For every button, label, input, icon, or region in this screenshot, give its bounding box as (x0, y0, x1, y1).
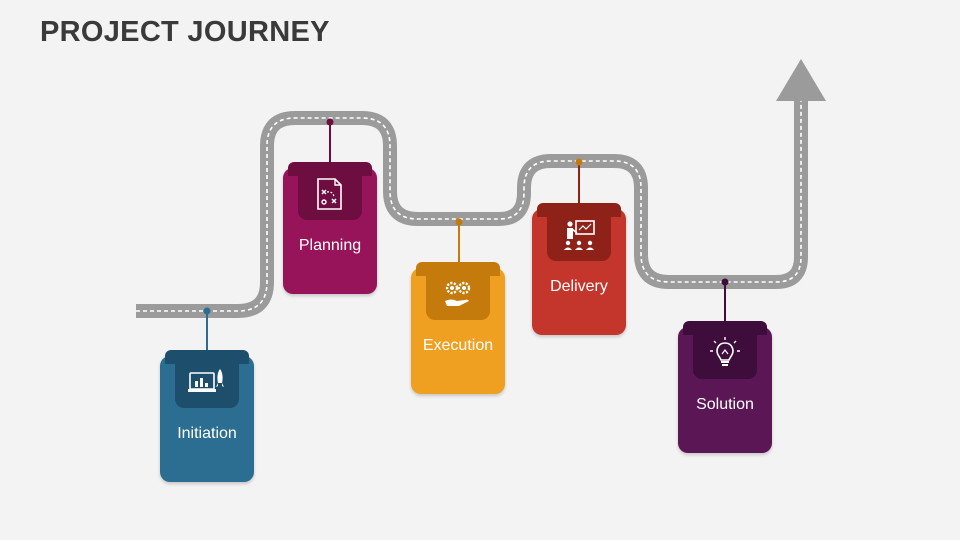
stage-label: Planning (298, 237, 362, 254)
laptop-rocket-icon (175, 356, 239, 408)
stage-label: Initiation (177, 425, 237, 442)
stage-card-solution: Solution (678, 321, 772, 453)
stage-card-execution: Execution (411, 262, 505, 394)
gears-hand-icon (426, 268, 490, 320)
stage-card-initiation: Initiation (160, 350, 254, 482)
strategy-board-icon (298, 168, 362, 220)
stage-label: Execution (422, 337, 494, 354)
stage-card-planning: Planning (283, 162, 377, 294)
stage-label: Delivery (550, 278, 608, 295)
stage-card-delivery: Delivery (532, 203, 626, 335)
arrow-head-icon (776, 59, 826, 101)
stage-label: Solution (696, 396, 754, 413)
lightbulb-icon (693, 327, 757, 379)
presentation-icon (547, 209, 611, 261)
page-title: PROJECT JOURNEY (40, 16, 330, 48)
